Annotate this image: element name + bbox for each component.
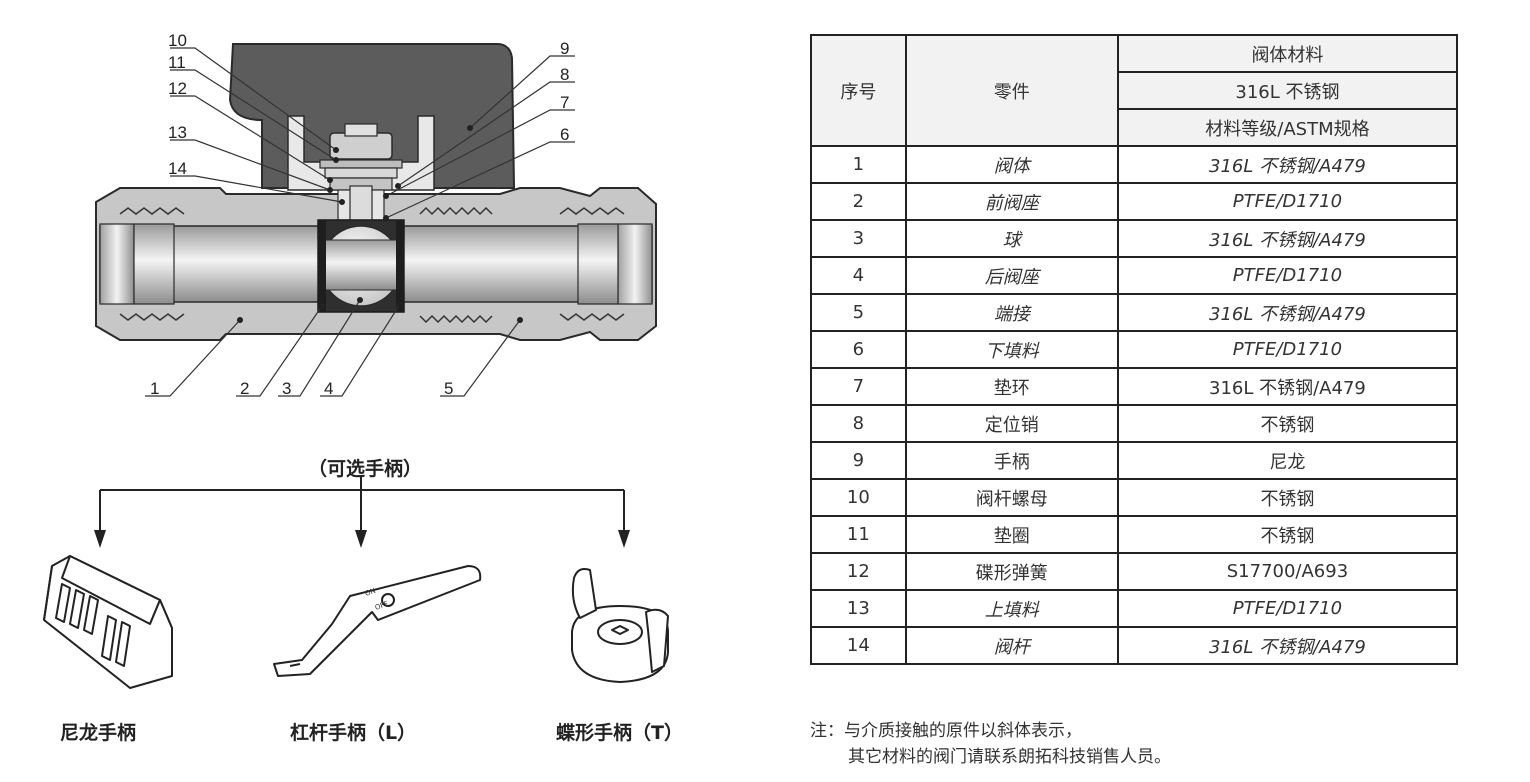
end-connector-thread bbox=[419, 206, 493, 324]
stem-nut-top bbox=[344, 123, 378, 137]
callout-11: 11 bbox=[168, 53, 186, 72]
callout-4: 4 bbox=[324, 379, 333, 398]
arrow-down-icon bbox=[94, 530, 106, 548]
back-seat bbox=[396, 220, 404, 312]
callout-12: 12 bbox=[168, 79, 187, 98]
header-material-group: 阀体材料 bbox=[1116, 34, 1459, 73]
callout-8: 8 bbox=[560, 65, 569, 84]
callout-3: 3 bbox=[282, 379, 291, 398]
footnote-line-2: 其它材料的阀门请联系朗拓科技销售人员。 bbox=[848, 747, 1171, 767]
options-bracket bbox=[99, 476, 625, 536]
front-seat bbox=[318, 220, 326, 312]
callout-9: 9 bbox=[560, 39, 569, 58]
nylon-handle-label: 尼龙手柄 bbox=[60, 722, 137, 744]
callout-1: 1 bbox=[150, 379, 159, 398]
butterfly-handle-label: 蝶形手柄（T） bbox=[556, 722, 683, 744]
header-spec: 材料等级/ASTM规格 bbox=[1116, 108, 1459, 147]
header-no: 序号 bbox=[810, 34, 907, 147]
disc-spring bbox=[324, 167, 398, 179]
callout-10: 10 bbox=[168, 31, 187, 50]
callout-7: 7 bbox=[560, 93, 569, 112]
callout-6: 6 bbox=[560, 125, 569, 144]
handle-options-title: （可选手柄） bbox=[307, 458, 422, 480]
arrow-down-icon bbox=[355, 530, 367, 548]
arrow-down-icon bbox=[618, 530, 630, 548]
washer bbox=[319, 159, 403, 169]
callout-dots bbox=[237, 125, 523, 323]
header-part: 零件 bbox=[904, 34, 1119, 147]
left-thread bbox=[119, 207, 185, 321]
nylon-handle-illustration bbox=[43, 555, 173, 689]
callout-5: 5 bbox=[444, 379, 453, 398]
callout-14: 14 bbox=[168, 159, 187, 178]
lever-handle-illustration bbox=[273, 565, 482, 677]
header-material-sub: 316L 不锈钢 bbox=[1116, 71, 1459, 110]
valve-cross-section-diagram: 10 11 12 13 14 9 8 7 6 1 2 3 4 5 bbox=[43, 31, 669, 689]
stem-nut bbox=[329, 132, 393, 160]
right-ferrule bbox=[617, 223, 653, 305]
footnote: 注：与介质接触的原件以斜体表示， 其它材料的阀门请联系朗拓科技销售人员。 bbox=[810, 718, 1171, 770]
option-arrows bbox=[94, 530, 630, 548]
callout-2: 2 bbox=[240, 379, 249, 398]
callout-13: 13 bbox=[168, 123, 187, 142]
butterfly-handle-illustration bbox=[571, 568, 669, 683]
callout-leaders bbox=[145, 47, 575, 397]
lever-handle-label: 杠杆手柄（L） bbox=[290, 722, 417, 744]
lever-on-mark: ON bbox=[364, 587, 377, 598]
footnote-line-1: 注：与介质接触的原件以斜体表示， bbox=[810, 721, 1082, 741]
left-ferrule bbox=[99, 223, 135, 305]
right-thread bbox=[559, 207, 625, 321]
